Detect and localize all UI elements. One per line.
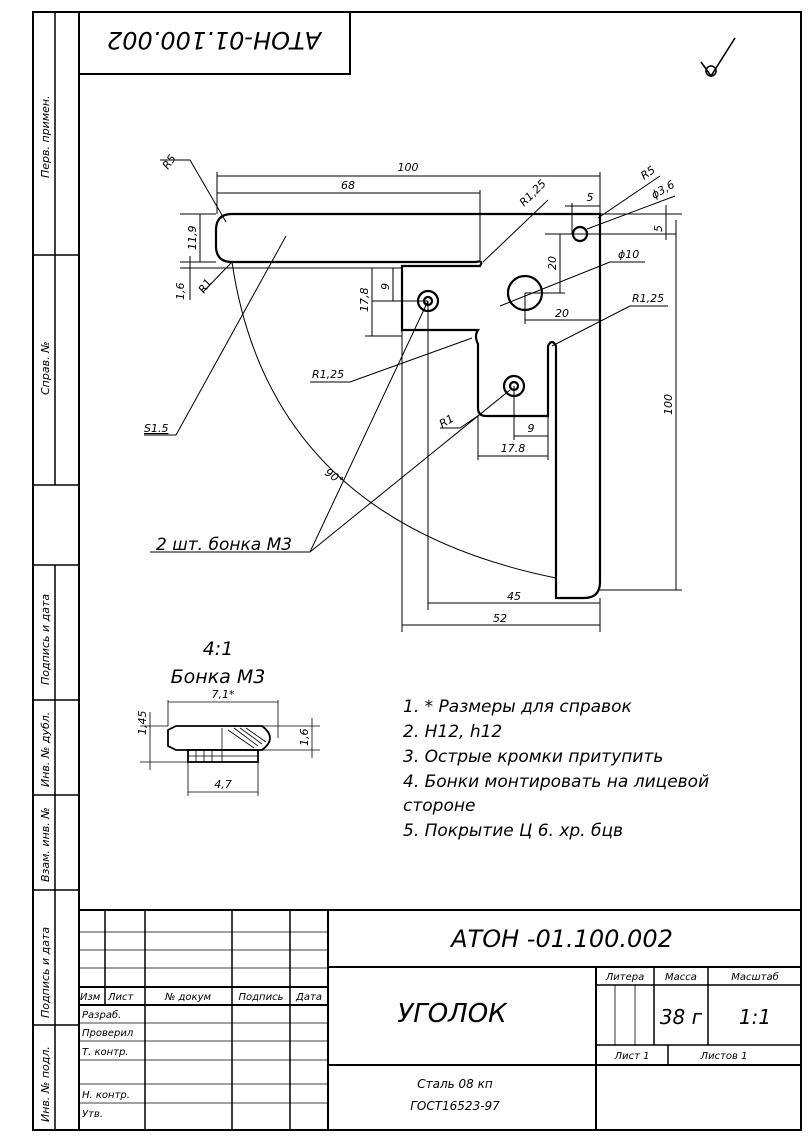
side-label-vzam-inv: Взам. инв. № [39, 807, 52, 882]
dim-r5-left: R5 [160, 152, 179, 171]
row-utv: Утв. [82, 1109, 103, 1120]
hdr-masshtab: Масштаб [731, 971, 779, 983]
detail-dim-1-6: 1,6 [298, 729, 311, 747]
note-1: 1. * Размеры для справок [403, 697, 632, 717]
dim-r1-bottom: R1 [437, 412, 456, 431]
row-t-kontr: Т. контр. [82, 1047, 129, 1058]
masshtab-value: 1:1 [739, 1005, 771, 1029]
detail-dim-4-7: 4,7 [214, 778, 232, 791]
dim-52: 52 [493, 612, 507, 625]
dim-1-6: 1,6 [174, 283, 187, 301]
hdr-izm: Изм [80, 992, 101, 1003]
dim-68: 68 [341, 179, 355, 192]
row-proveril: Проверил [82, 1028, 134, 1039]
note-4: 4. Бонки монтировать на лицевой [403, 772, 709, 792]
hdr-data: Дата [295, 992, 322, 1003]
row-razrab: Разраб. [82, 1009, 121, 1021]
dim-5-right: 5 [652, 225, 665, 232]
material-line-1: Сталь 08 кп [417, 1077, 493, 1091]
side-label-perv-primen: Перв. примен. [39, 95, 52, 178]
side-label-podpis-data-2: Подпись и дата [39, 927, 52, 1018]
detail-dim-7-1: 7,1* [212, 688, 235, 701]
detail-dim-1-45: 1,45 [136, 711, 149, 736]
hdr-list: Лист [107, 992, 135, 1003]
roughness-mark-icon [700, 37, 736, 78]
hdr-no-dokum: № докум [164, 992, 212, 1003]
dim-20-vert: 20 [546, 256, 559, 270]
hdr-massa: Масса [665, 972, 697, 983]
dim-20-horiz: 20 [555, 307, 569, 320]
leader-note-bosses: 2 шт. бонка М3 [156, 535, 292, 555]
dim-phi10: ϕ10 [618, 248, 639, 261]
dim-45: 45 [507, 590, 521, 603]
detail-scale: 4:1 [203, 638, 234, 660]
side-label-sprav-no: Справ. № [39, 341, 52, 395]
dim-9-left: 9 [379, 283, 392, 290]
side-label-inv-podl: Инв. № подл. [39, 1046, 52, 1122]
massa-value: 38 г [660, 1005, 703, 1029]
title-block-text: АТОН -01.100.002 УГОЛОК Сталь 08 кп ГОСТ… [80, 925, 779, 1120]
note-5: 5. Покрытие Ц 6. хр. бцв [403, 821, 623, 841]
corner-code: АТОН-01.100.002 [107, 26, 323, 54]
side-label-inv-dubl: Инв. № дубл. [39, 712, 52, 787]
dim-9-bottom: 9 [528, 422, 535, 435]
side-label-podpis-data-1: Подпись и дата [39, 594, 52, 685]
dimension-labels: 100 68 R5 R1,25 R5 5 ϕ3,6 5 11,9 20 ϕ10 … [144, 152, 677, 625]
dim-r1-left: R1 [196, 276, 215, 295]
dim-5-top: 5 [587, 191, 594, 204]
material-line-2: ГОСТ16523-97 [410, 1099, 500, 1113]
note-4-cont: стороне [403, 796, 475, 816]
title-block [79, 909, 801, 1130]
dim-17-8-left: 17,8 [358, 288, 371, 313]
note-2: 2. H12, h12 [403, 722, 502, 742]
list-label: Лист 1 [614, 1051, 650, 1062]
dim-11-9: 11,9 [186, 226, 199, 251]
sheet-frame [32, 11, 802, 1131]
doc-code: АТОН -01.100.002 [449, 925, 673, 953]
dimension-lines [144, 159, 682, 632]
dim-100-top: 100 [398, 161, 419, 174]
listov-label: Листов 1 [700, 1051, 748, 1062]
dim-100-right: 100 [662, 394, 675, 415]
technical-notes: 1. * Размеры для справок 2. H12, h12 3. … [403, 697, 709, 841]
dim-phi36: ϕ3,6 [649, 178, 677, 202]
dim-r125-left: R1,25 [312, 368, 344, 381]
dim-r125-right: R1,25 [632, 292, 664, 305]
note-3: 3. Острые кромки притупить [403, 747, 663, 767]
boss-detail-view: 4:1 Бонка М3 [136, 638, 320, 796]
row-n-kontr: Н. контр. [82, 1090, 130, 1101]
dim-17-8-bottom: 17.8 [501, 442, 526, 455]
part-name: УГОЛОК [397, 999, 508, 1029]
dim-s15: S1.5 [144, 422, 168, 435]
hdr-litera: Литера [605, 972, 644, 983]
hdr-podpis: Подпись [239, 992, 284, 1003]
detail-title: Бонка М3 [171, 666, 266, 688]
